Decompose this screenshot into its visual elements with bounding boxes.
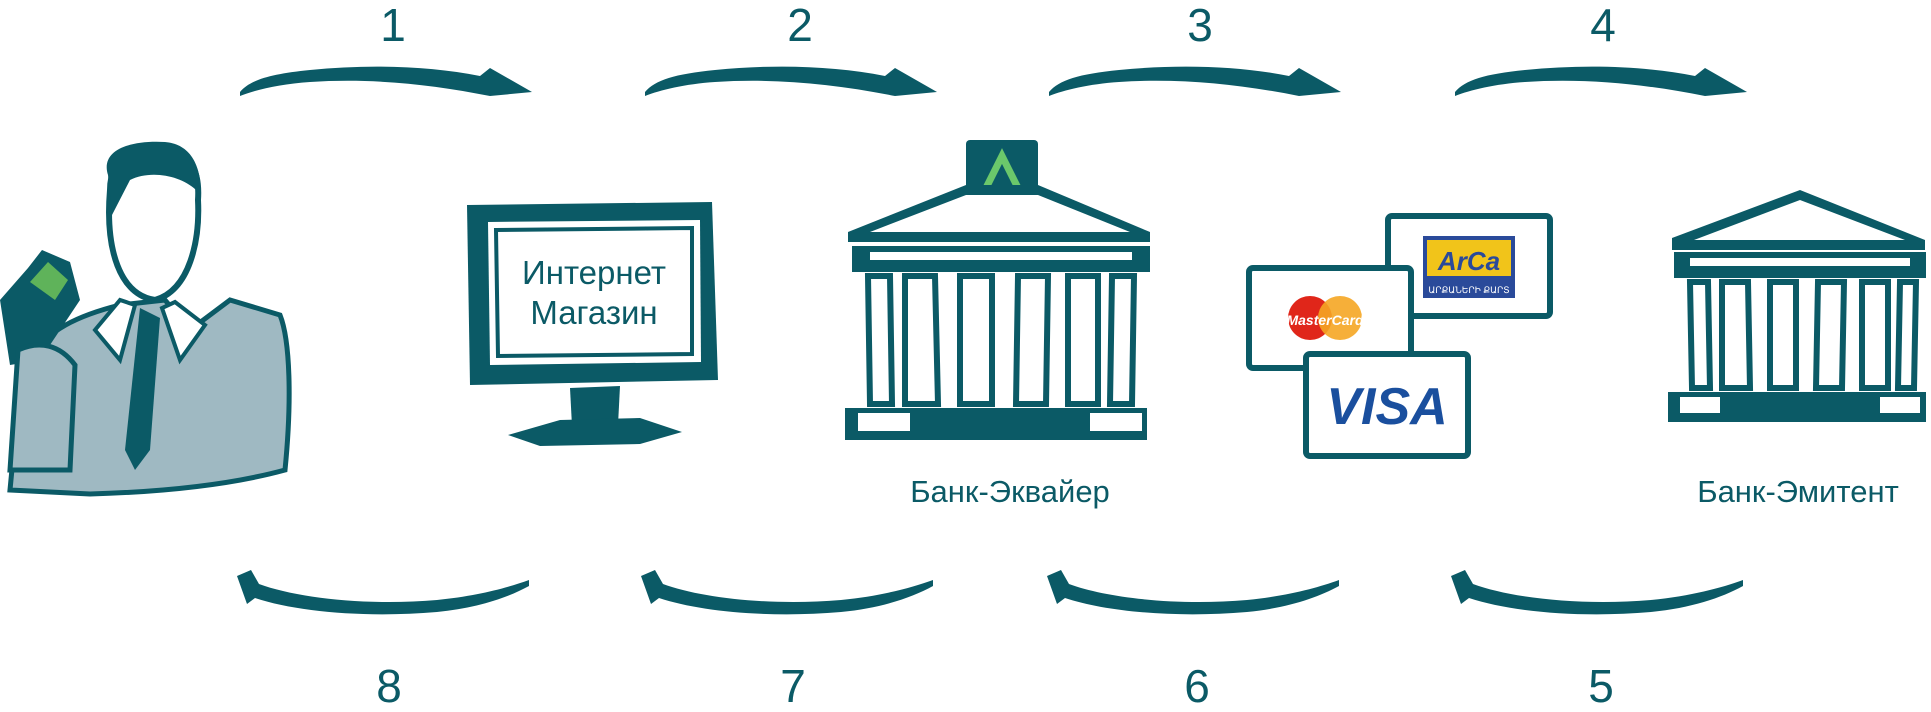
step-number-5: 5 [1588,660,1614,712]
step-number-6: 6 [1184,660,1210,712]
step-number-1: 1 [380,0,406,51]
arca-logo: ArCa [1437,246,1500,276]
arrow-step-2 [645,66,937,96]
arrow-step-8 [237,570,529,615]
step-number-2: 2 [787,0,813,51]
arrow-step-4 [1455,66,1747,96]
arrow-step-3 [1049,66,1341,96]
monitor-icon [467,202,718,446]
arrow-step-5 [1451,570,1743,615]
payment-cards-icon [1246,213,1553,459]
internet-shop-line1: Интернет [522,254,666,291]
step-number-8: 8 [376,660,402,712]
issuer-bank-label: Банк-Эмитент [1697,474,1899,509]
arrow-step-1 [240,66,532,96]
step-number-3: 3 [1187,0,1213,51]
arrow-step-6 [1047,570,1339,615]
step-number-4: 4 [1590,0,1616,51]
customer-icon [0,141,292,497]
arrow-step-7 [641,570,933,615]
visa-logo: VISA [1326,378,1447,436]
mastercard-logo: MasterCard [1286,312,1363,328]
acquirer-bank-label: Банк-Эквайер [910,474,1110,509]
internet-shop-line2: Магазин [530,293,658,331]
bank-icon [845,140,1150,440]
arca-subtitle: ԱՐՔԱՆԵՐԻ ՔԱՐՏ [1428,285,1509,295]
internet-shop-label: Интернет Магазин [488,253,700,332]
issuer-bank-icon [1668,190,1926,422]
step-number-7: 7 [780,660,806,712]
